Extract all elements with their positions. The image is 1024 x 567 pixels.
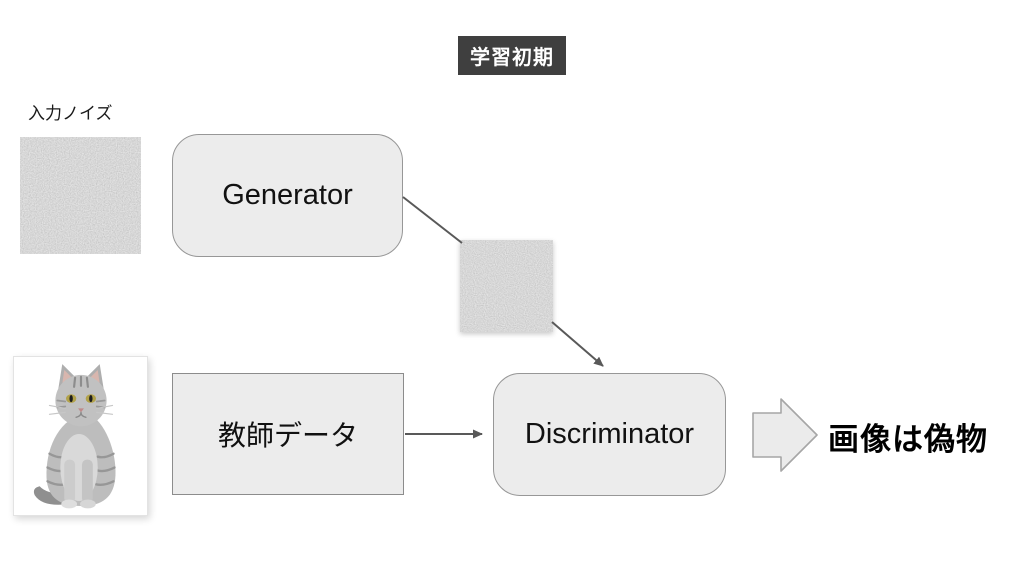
teacher-data-label: 教師データ <box>217 420 358 451</box>
result-label: 画像は偽物 <box>828 422 988 457</box>
input-noise-image <box>20 137 141 254</box>
input-noise-label: 入力ノイズ <box>28 104 113 123</box>
arrow-noise-to-discriminator <box>551 321 604 367</box>
noise-texture <box>20 137 141 254</box>
discriminator-node: Discriminator <box>493 373 726 496</box>
generator-label: Generator <box>222 179 353 211</box>
arrow-generator-to-noise <box>402 196 463 244</box>
stage-badge: 学習初期 <box>458 36 566 75</box>
stage-badge-label: 学習初期 <box>470 47 554 69</box>
cat-photo <box>13 356 148 516</box>
teacher-data-node: 教師データ <box>172 373 404 495</box>
generator-node: Generator <box>172 134 403 257</box>
generated-noise-image <box>460 240 553 332</box>
cat-illustration <box>14 357 147 515</box>
noise-texture <box>460 240 553 332</box>
discriminator-label: Discriminator <box>524 418 695 450</box>
result-block-arrow <box>752 398 818 472</box>
